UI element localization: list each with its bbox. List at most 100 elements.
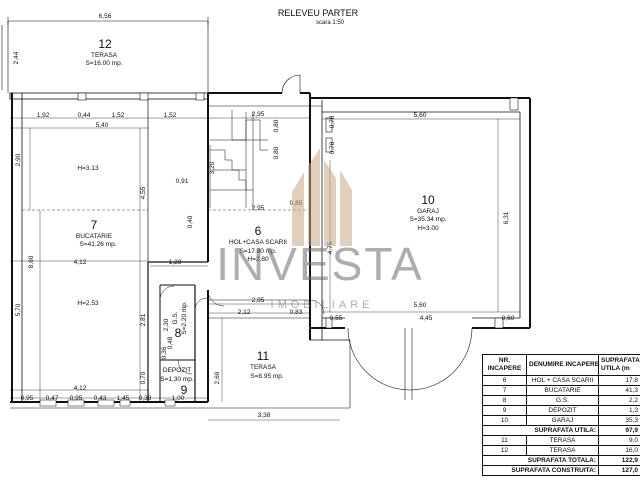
legend-cell-name: HOL + CASA SCARII (526, 375, 599, 386)
room-9-name: DEPOZIT (163, 367, 191, 374)
room-6-number: 6 (255, 224, 262, 238)
room-7-number: 7 (91, 218, 98, 232)
watermark-sub: IMOBILIARE (271, 299, 374, 311)
dim-060: 0,60 (502, 315, 515, 322)
legend-cell-area: 9,0 (598, 435, 640, 446)
dim-445: 4,45 (420, 315, 433, 322)
legend-built-value: 127,0 (598, 465, 640, 476)
room-6-name: HOL+CASA SCARII (229, 239, 287, 246)
legend-cell-area: 41,3 (598, 385, 640, 396)
room-7-name: BUCATARIE (76, 233, 113, 240)
legend-header-area: SUPRAFATA UTILA (m (598, 354, 640, 376)
dim-244: 2,44 (13, 51, 20, 64)
dim-560b: 5,60 (414, 302, 427, 309)
dim-295c: 2,95 (252, 297, 265, 304)
kitchen-walls (9, 92, 209, 409)
dim-570: 5,70 (15, 303, 22, 316)
dim-038: 0,38 (139, 395, 152, 402)
dim-290: 2,90 (15, 153, 22, 166)
plan-scale: scara 1:50 (316, 20, 345, 26)
room-10-name: GARAJ (417, 208, 439, 215)
legend-cell-nr: 10 (482, 415, 527, 426)
dim-048: 0,48 (167, 336, 174, 349)
legend-util-row: SUPRAFATA UTILA:97,9 (482, 425, 640, 436)
legend-cell-area: 1,3 (598, 405, 640, 416)
room-9-number: 9 (181, 383, 188, 397)
legend-util-label: SUPRAFATA UTILA: (482, 425, 599, 436)
dim-338: 3,38 (258, 412, 271, 419)
garage-walls (310, 97, 531, 329)
dim-412a: 4,12 (74, 259, 87, 266)
room-6-height: H=2.80 (247, 256, 269, 263)
dim-128: 1,28 (169, 259, 182, 266)
garage-windows (325, 97, 519, 329)
room-11-name: TERASA (250, 364, 277, 371)
legend-built-row: SUPRAFATA CONSTRUITA:127,0 (482, 465, 640, 476)
legend-cell-name: GARAJ (526, 415, 599, 426)
dim-295a: 2,95 (252, 111, 265, 118)
legend-cell-name: G.S. (526, 395, 599, 406)
dim-281: 2,81 (140, 313, 147, 326)
room-11-area: S=8.95 mp. (250, 373, 284, 380)
room-10-label: 10 GARAJ S=35.34 mp. H=3.00 (409, 193, 446, 232)
windows-top (77, 92, 205, 101)
staircase (209, 110, 268, 208)
dim-540: 5,40 (96, 122, 109, 129)
dim-455: 4,55 (140, 186, 147, 199)
dim-036: 0,36 (161, 346, 168, 359)
dim-044: 0,44 (78, 112, 91, 119)
dim-192: 1,92 (37, 112, 50, 119)
interior-dimension-lines (10, 117, 520, 421)
room-12-number: 12 (98, 37, 112, 51)
legend-cell-nr: 8 (482, 395, 527, 406)
legend-header-nr: NR. INCAPERE (482, 354, 527, 376)
legend-built-label: SUPRAFATA CONSTRUITA: (482, 465, 599, 476)
room-11-number: 11 (257, 349, 270, 363)
legend-header-name: DENUMIRE INCAPERE (526, 354, 599, 376)
room-7-area: S=41.26 mp. (79, 241, 116, 248)
dim-080b: 0,80 (273, 146, 280, 159)
dim-295b: 2,95 (252, 205, 265, 212)
room-12-area: S=16.00 mp. (85, 60, 122, 67)
legend-cell-nr: 12 (482, 445, 527, 456)
dim-230: 2,30 (163, 318, 170, 331)
room-8-label: 8 G.S. S=2.20 mp. (172, 301, 188, 340)
area-legend-table: NR. INCAPERE DENUMIRE INCAPERE SUPRAFATA… (482, 354, 640, 476)
dim-080a: 0,80 (273, 119, 280, 132)
windows-bottom (39, 399, 176, 407)
dim-047: 0,47 (46, 395, 59, 402)
dim-095: 0,95 (21, 395, 34, 402)
room-10-height: H=3.00 (417, 225, 439, 232)
dim-145: 1,45 (117, 395, 130, 402)
investa-watermark: INVESTA IMOBILIARE (216, 148, 422, 311)
dim-100: 1,00 (172, 395, 185, 402)
dim-860: 8,60 (28, 255, 35, 268)
room-11-label: 11 TERASA S=8.95 mp. (250, 349, 284, 380)
legend-cell-area: 35,3 (598, 415, 640, 426)
room-9-label: DEPOZIT S=1.30 mp. 9 (160, 367, 194, 397)
dim-475: 4,75 (327, 241, 334, 254)
dim-212: 2,12 (238, 309, 251, 316)
room-8-area: S=2.20 mp. (181, 301, 188, 335)
investa-logo-icon (292, 148, 352, 246)
dim-078b: 0,78 (329, 141, 336, 154)
room-10-number: 10 (421, 193, 435, 207)
room-8-number: 8 (175, 326, 182, 340)
dim-070: 0,70 (140, 371, 147, 384)
dim-040: 0,40 (187, 215, 194, 228)
room-12-label: 12 TERASA S=16.00 mp. (85, 37, 122, 67)
entry-door-arc (281, 74, 301, 94)
dim-091: 0,91 (176, 178, 189, 185)
room-9-area: S=1.30 mp. (160, 376, 194, 383)
room-10-area: S=35.34 mp. (409, 216, 446, 223)
legend-cell-name: BUCATARIE (526, 385, 599, 396)
legend-cell-nr: 7 (482, 385, 527, 396)
dim-560a: 5,60 (414, 112, 427, 119)
